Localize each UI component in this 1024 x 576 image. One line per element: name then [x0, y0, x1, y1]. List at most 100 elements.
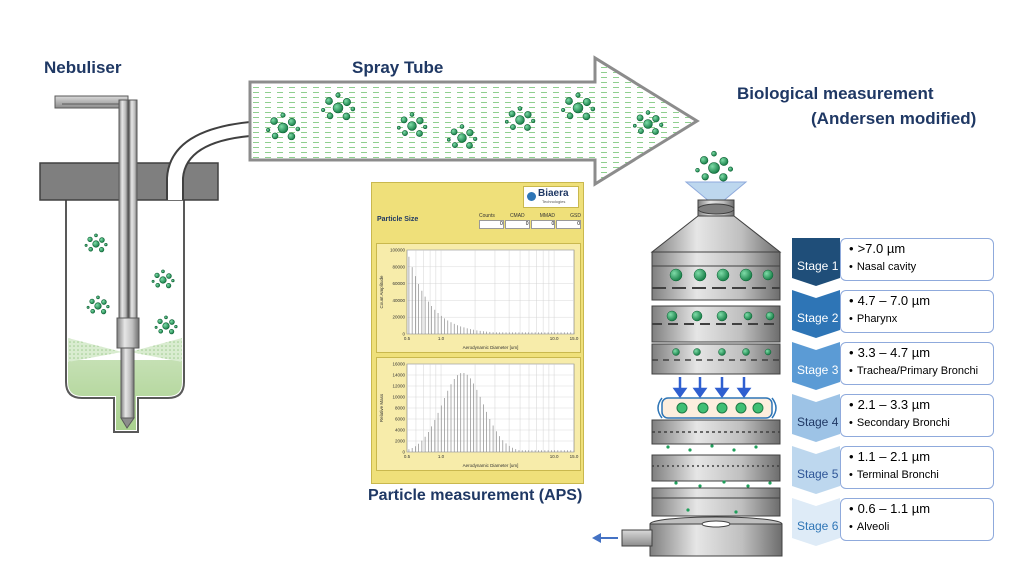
- andersen-modified-label: (Andersen modified): [811, 109, 977, 128]
- stage-region-3: Trachea/Primary Bronchi: [856, 365, 979, 377]
- particles: [84, 92, 775, 514]
- y-tick-label: 6000: [395, 417, 406, 422]
- y-axis-label: Relative Mass: [379, 393, 384, 422]
- capillary-tube: [118, 99, 129, 321]
- stage-label-6: Stage 6: [797, 519, 839, 533]
- andersen-impactor: [592, 181, 783, 557]
- y-tick-label: 8000: [395, 406, 406, 411]
- particle-cluster: [84, 233, 108, 253]
- stat-header-mmad: MMAD: [539, 213, 556, 219]
- panel-title: Particle Size: [377, 216, 419, 223]
- mass-chart-svg: 02000400060008000100001200014000160000.5…: [379, 362, 579, 469]
- stat-header-counts: Counts: [479, 213, 495, 219]
- y-tick-label: 60000: [392, 281, 405, 286]
- particle-cluster: [321, 92, 356, 121]
- stat-value-gsd: 0: [556, 220, 581, 229]
- distribution-bars: [408, 372, 575, 452]
- stage-item-2: Stage 2 •4.7 – 7.0 µm •Pharynx: [792, 290, 996, 338]
- brand-sub: Technologies: [542, 199, 566, 204]
- aps-panel: Biaera Technologies Particle Size Counts…: [371, 182, 584, 484]
- stage-item-1: Stage 1 •>7.0 µm •Nasal cavity: [792, 238, 996, 286]
- stage-info-5: •1.1 – 2.1 µm •Terminal Bronchi: [840, 446, 994, 489]
- y-tick-label: 80000: [392, 264, 405, 269]
- impactor-base: [649, 523, 783, 557]
- nebuliser: [39, 95, 251, 433]
- stage-chevron-6: [792, 498, 840, 546]
- x-tick-label: 1.0: [438, 454, 445, 459]
- stage-range-1: >7.0 µm: [857, 241, 906, 256]
- y-tick-label: 0: [402, 450, 405, 455]
- impactor-stage-4: [651, 419, 781, 445]
- distribution-bars: [408, 256, 575, 334]
- biaera-logo: Biaera Technologies: [523, 186, 579, 208]
- stage-label-5: Stage 5: [797, 467, 839, 481]
- y-tick-label: 40000: [392, 298, 405, 303]
- stage-label-1: Stage 1: [797, 259, 839, 273]
- particle-cluster: [632, 110, 664, 135]
- particle-cluster: [151, 269, 175, 289]
- particle-cluster: [396, 112, 428, 137]
- stage-range-5: 1.1 – 2.1 µm: [857, 449, 931, 464]
- stage-info-6: •0.6 – 1.1 µm •Alveoli: [840, 498, 994, 541]
- spray-tube-label: Spray Tube: [352, 58, 444, 77]
- stage-chevron-2: [792, 290, 840, 338]
- stat-value-cmad: 0: [504, 220, 530, 229]
- stage-range-4: 2.1 – 3.3 µm: [857, 397, 931, 412]
- stage-range-2: 4.7 – 7.0 µm: [857, 293, 931, 308]
- particle-cluster: [154, 315, 178, 335]
- brand-name: Biaera: [538, 188, 569, 199]
- nozzle-stem: [120, 347, 135, 419]
- stat-value-counts: 0: [479, 220, 504, 229]
- inlet-neck-top: [697, 203, 735, 215]
- stage-region-4: Secondary Bronchi: [856, 417, 950, 429]
- stat-header-cmad: CMAD: [509, 213, 525, 219]
- impactor-stage-3: [651, 343, 781, 375]
- stage-chevron-3: [792, 342, 840, 390]
- stage-info-4: •2.1 – 3.3 µm •Secondary Bronchi: [840, 394, 994, 437]
- impactor-stage-5: [651, 454, 781, 482]
- impactor-stage-6: [651, 487, 781, 517]
- nozzle: [116, 317, 140, 349]
- x-axis-label: Aerodynamic Diameter [um]: [463, 345, 519, 350]
- stage-label-4: Stage 4: [797, 415, 839, 429]
- y-tick-label: 16000: [392, 362, 405, 367]
- stage-info-1: •>7.0 µm •Nasal cavity: [840, 238, 994, 281]
- inlet-arrow: [684, 181, 748, 208]
- y-tick-label: 0: [402, 332, 405, 337]
- impactor-cone: [650, 215, 782, 253]
- logo-icon: [527, 192, 536, 201]
- particle-cluster: [695, 150, 733, 182]
- stage-info-3: •3.3 – 4.7 µm •Trachea/Primary Bronchi: [840, 342, 994, 385]
- aps-label: Particle measurement (APS): [368, 487, 583, 504]
- stage-region-6: Alveoli: [856, 521, 890, 533]
- x-tick-label: 10.0: [550, 336, 559, 341]
- stage-region-2: Pharynx: [856, 313, 898, 325]
- stage-region-5: Terminal Bronchi: [856, 469, 939, 481]
- x-tick-label: 15.0: [570, 336, 579, 341]
- y-tick-label: 4000: [395, 428, 406, 433]
- stage-chevron-5: [792, 446, 840, 494]
- stage-item-5: Stage 5 •1.1 – 2.1 µm •Terminal Bronchi: [792, 446, 996, 494]
- outlet-pipe: [621, 529, 653, 547]
- stage-label-3: Stage 3: [797, 363, 839, 377]
- stat-value-mmad: 0: [530, 220, 556, 229]
- stage-region-1: Nasal cavity: [856, 261, 917, 273]
- particle-cluster: [561, 92, 596, 121]
- y-tick-label: 14000: [392, 373, 405, 378]
- stage-label-2: Stage 2: [797, 311, 839, 325]
- stage-chevron-4: [792, 394, 840, 442]
- stage-item-3: Stage 3 •3.3 – 4.7 µm •Trachea/Primary B…: [792, 342, 996, 390]
- stage-item-6: Stage 6 •0.6 – 1.1 µm •Alveoli: [792, 498, 996, 546]
- bio-measurement-label: Biological measurement: [737, 84, 934, 103]
- y-tick-label: 10000: [392, 395, 405, 400]
- x-tick-label: 1.0: [438, 336, 445, 341]
- inlet-tube: [54, 95, 129, 109]
- nebuliser-label: Nebuliser: [44, 58, 122, 77]
- x-tick-label: 10.0: [550, 454, 559, 459]
- y-tick-label: 12000: [392, 384, 405, 389]
- stage-list: Stage 1 •>7.0 µm •Nasal cavity Stage 2 •…: [792, 238, 1002, 568]
- cells: [676, 402, 764, 414]
